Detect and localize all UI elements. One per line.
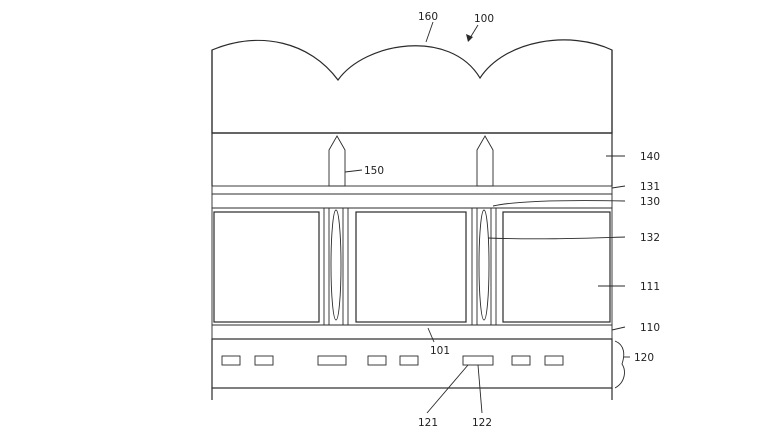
label-160: 160 bbox=[418, 11, 438, 23]
label-140: 140 bbox=[640, 151, 660, 163]
wiring-element bbox=[221, 355, 241, 366]
wiring-layer-120 bbox=[211, 338, 613, 400]
label-120: 120 bbox=[634, 352, 654, 364]
substrate-111 bbox=[211, 207, 613, 326]
microlens-layer-160 bbox=[211, 39, 613, 134]
pixel-cell-right bbox=[502, 211, 611, 323]
wiring-element bbox=[399, 355, 419, 366]
trench-132-right bbox=[471, 207, 497, 326]
trench-132-left bbox=[323, 207, 349, 326]
label-101: 101 bbox=[430, 345, 450, 357]
wiring-element bbox=[317, 355, 347, 366]
pixel-cell-left bbox=[213, 211, 320, 323]
pixel-cell-center bbox=[355, 211, 467, 323]
layer-131 bbox=[211, 185, 613, 195]
label-132: 132 bbox=[640, 232, 660, 244]
label-150: 150 bbox=[364, 165, 384, 177]
wiring-element bbox=[254, 355, 274, 366]
label-100: 100 bbox=[474, 13, 494, 25]
label-110: 110 bbox=[640, 322, 660, 334]
reference-labels: 160 100 150 140 131 130 132 111 110 101 … bbox=[364, 11, 660, 429]
label-121: 121 bbox=[418, 417, 438, 429]
light-shield-150-left bbox=[328, 135, 346, 187]
layer-110 bbox=[211, 324, 613, 340]
label-131: 131 bbox=[640, 181, 660, 193]
light-shield-150-right bbox=[476, 135, 494, 187]
wiring-element bbox=[462, 355, 494, 366]
wiring-element bbox=[544, 355, 564, 366]
leader-lines bbox=[344, 21, 630, 414]
label-130: 130 bbox=[640, 196, 660, 208]
planarization-layer-140 bbox=[211, 132, 613, 186]
wiring-element bbox=[511, 355, 531, 366]
label-122: 122 bbox=[472, 417, 492, 429]
wiring-element bbox=[367, 355, 387, 366]
label-111: 111 bbox=[640, 281, 660, 293]
